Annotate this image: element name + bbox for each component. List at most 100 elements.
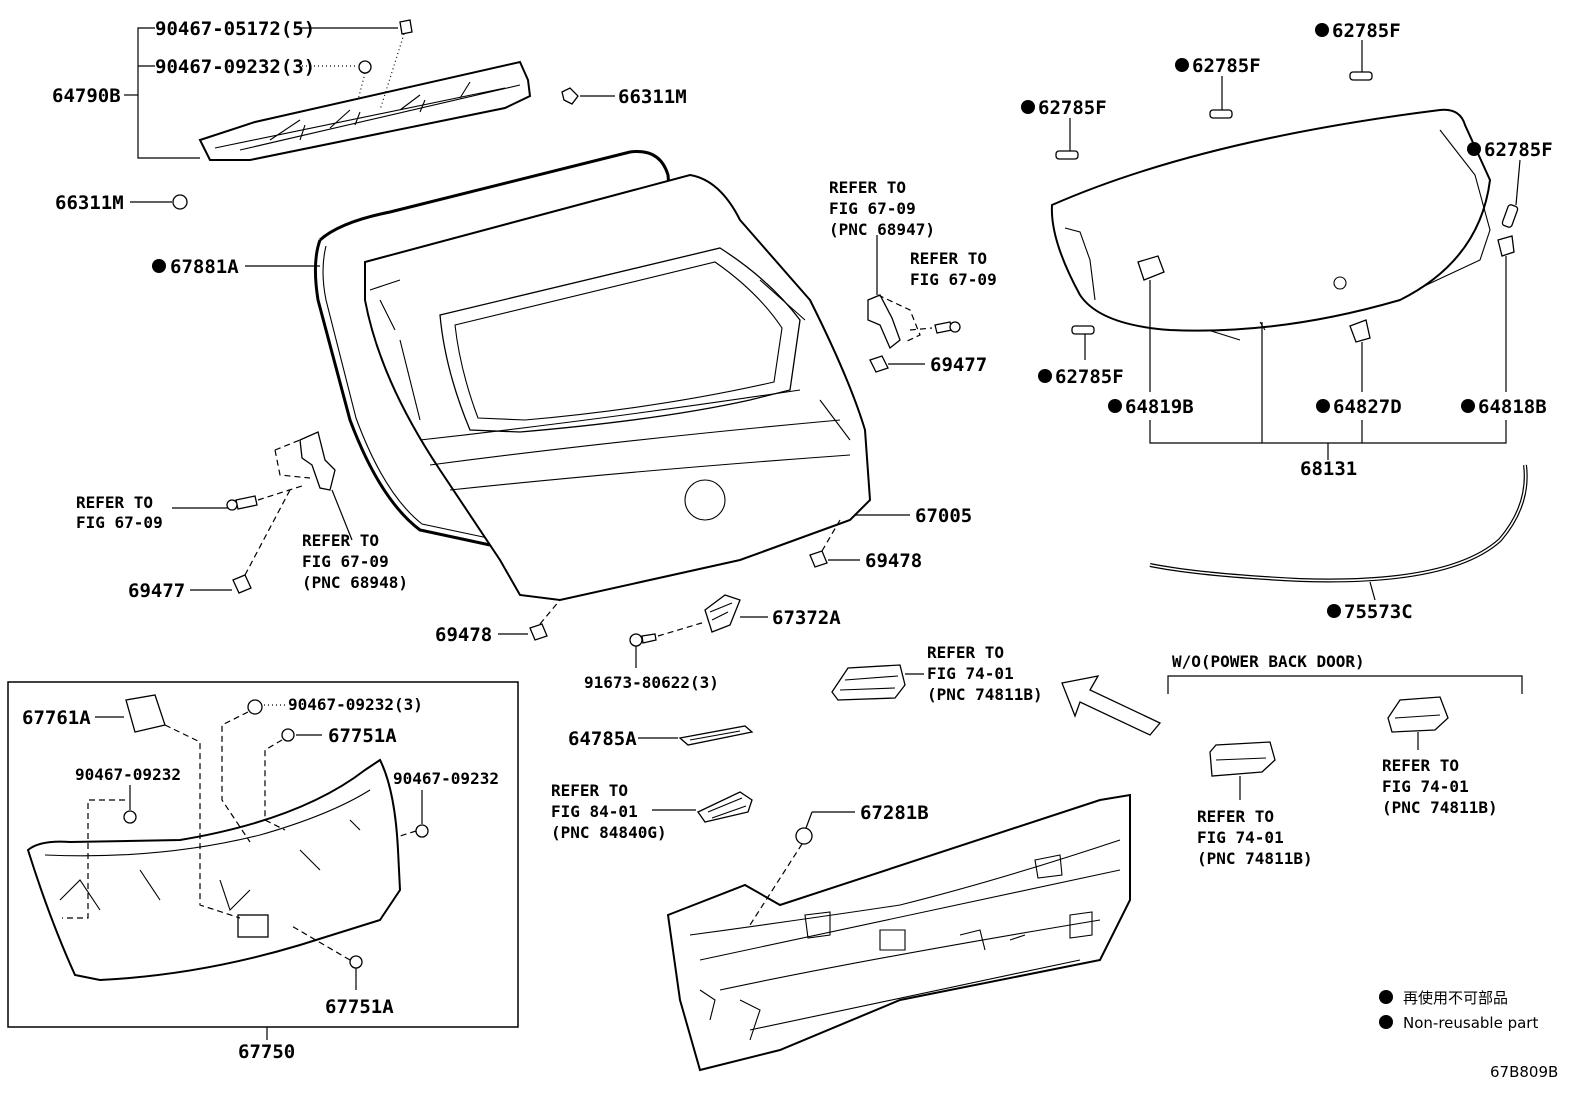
ref-67-09-a-line2: FIG 67-09 (829, 199, 916, 218)
ref-74-01-a-line1: REFER TO (927, 643, 1004, 662)
spacer-62785F-2[interactable] (1209, 109, 1233, 119)
ref-74-01-c-line2: FIG 74-01 (1382, 777, 1469, 796)
clip-90467-09232-right[interactable] (415, 824, 429, 838)
spacer-62785F-1[interactable] (1055, 150, 1079, 160)
ref-67-09-c-line1: REFER TO (76, 493, 153, 512)
label-69477-right: 69477 (930, 354, 987, 376)
bracket-64827D[interactable] (1349, 319, 1371, 343)
label-66311M-left: 66311M (55, 192, 124, 214)
ref-74-01-a-line3: (PNC 74811B) (927, 685, 1043, 704)
ref-74-01-b-line1: REFER TO (1197, 807, 1274, 826)
ref-74-01-b-line2: FIG 74-01 (1197, 828, 1284, 847)
non-reusable-marker (1021, 100, 1035, 114)
clip-90467-09232-top[interactable] (358, 60, 372, 74)
label-90467-05172: 90467-05172(5) (155, 18, 315, 40)
label-67281B: 67281B (860, 802, 929, 824)
ref-67-09-c-line2: FIG 67-09 (76, 513, 163, 532)
non-reusable-marker (1461, 399, 1475, 413)
back-door-panel-67005[interactable] (364, 173, 872, 602)
trim-board-67750[interactable] (26, 758, 402, 982)
legend-dot-jp (1379, 990, 1393, 1004)
label-67005: 67005 (915, 505, 972, 527)
non-reusable-marker (1175, 58, 1189, 72)
hinge-right[interactable] (867, 294, 901, 350)
cushion-69478-left[interactable] (529, 623, 548, 641)
bolt-right-hinge[interactable] (934, 321, 961, 334)
label-69477-left: 69477 (128, 580, 185, 602)
ref-67-09-a-line1: REFER TO (829, 178, 906, 197)
cover-67761A[interactable] (125, 694, 166, 733)
label-64818B: 64818B (1478, 396, 1547, 418)
label-64827D: 64827D (1333, 396, 1402, 418)
spacer-62785F-3[interactable] (1349, 71, 1373, 81)
spoiler-64790B[interactable] (198, 60, 532, 161)
lock-67372A[interactable] (704, 594, 741, 633)
molding-75573C[interactable] (1149, 464, 1528, 583)
label-75573C: 75573C (1344, 601, 1413, 623)
handle-switch-ref-74-01-a[interactable] (831, 664, 906, 701)
label-90467-09232-right: 90467-09232 (393, 769, 499, 788)
label-62785F-4: 62785F (1484, 139, 1553, 161)
cushion-69478-right[interactable] (809, 550, 828, 568)
non-reusable-marker (152, 259, 166, 273)
clip-66311M-left[interactable] (172, 194, 188, 210)
hinge-left[interactable] (299, 431, 336, 491)
label-91673-80622: 91673-80622(3) (584, 673, 719, 692)
handle-ref-74-01-b[interactable] (1209, 741, 1276, 777)
label-69478-right: 69478 (865, 550, 922, 572)
bracket-64819B[interactable] (1137, 255, 1165, 281)
label-64785A: 64785A (568, 728, 637, 750)
spacer-62785F-4[interactable] (1501, 204, 1519, 228)
ref-74-01-c-line1: REFER TO (1382, 756, 1459, 775)
handle-ref-74-01-c[interactable] (1387, 696, 1449, 733)
legend-en: Non-reusable part (1403, 1014, 1538, 1032)
plug-67281B[interactable] (795, 827, 813, 845)
label-62785F-2: 62785F (1192, 55, 1261, 77)
bolt-left-hinge[interactable] (226, 495, 258, 511)
label-62785F-1: 62785F (1038, 97, 1107, 119)
label-90467-09232-box: 90467-09232(3) (288, 695, 423, 714)
trim-assembly-box (7, 681, 519, 1028)
spacer-62785F-5[interactable] (1071, 325, 1095, 335)
label-67750: 67750 (238, 1041, 295, 1063)
ref-74-01-a-line2: FIG 74-01 (927, 664, 1014, 683)
label-67761A: 67761A (22, 707, 91, 729)
label-wo-power-back-door: W/O(POWER BACK DOOR) (1172, 652, 1365, 671)
non-reusable-marker (1467, 142, 1481, 156)
cushion-69477-left[interactable] (232, 574, 252, 594)
bolt-91673-80622[interactable] (629, 633, 657, 647)
clip-66311M-top[interactable] (561, 87, 579, 105)
ref-84-01-line1: REFER TO (551, 781, 628, 800)
label-67881A: 67881A (170, 256, 239, 278)
label-62785F-5: 62785F (1055, 366, 1124, 388)
clip-67751A-bottom[interactable] (349, 955, 363, 969)
license-lamp-ref-84-01[interactable] (697, 791, 753, 823)
label-64819B: 64819B (1125, 396, 1194, 418)
label-67751A-top: 67751A (328, 725, 397, 747)
ref-67-09-d-line2: FIG 67-09 (302, 552, 389, 571)
ref-84-01-line3: (PNC 84840G) (551, 823, 667, 842)
label-90467-09232-left: 90467-09232 (75, 765, 181, 784)
label-67751A-bottom: 67751A (325, 996, 394, 1018)
label-62785F-3: 62785F (1332, 20, 1401, 42)
non-reusable-marker (1038, 369, 1052, 383)
back-glass-68131[interactable] (1050, 108, 1492, 341)
clip-67751A-top[interactable] (281, 728, 295, 742)
label-64790B: 64790B (52, 85, 121, 107)
label-69478-left: 69478 (435, 624, 492, 646)
ref-67-09-b-line2: FIG 67-09 (910, 270, 997, 289)
clip-90467-09232-box[interactable] (247, 699, 263, 715)
legend-dot-en (1379, 1015, 1393, 1029)
ref-74-01-b-line3: (PNC 74811B) (1197, 849, 1313, 868)
non-reusable-marker (1108, 399, 1122, 413)
back-panel-body (666, 793, 1131, 1072)
ref-67-09-b-line1: REFER TO (910, 249, 987, 268)
figure-code: 67B809B (1490, 1063, 1558, 1081)
weatherstrip-67881A[interactable] (313, 149, 672, 547)
bracket-64785A[interactable] (678, 725, 754, 746)
bracket-64818B[interactable] (1497, 235, 1515, 257)
cushion-69477-right[interactable] (869, 355, 889, 373)
clip-90467-09232-left[interactable] (123, 810, 137, 824)
clip-90467-05172[interactable] (399, 19, 413, 35)
